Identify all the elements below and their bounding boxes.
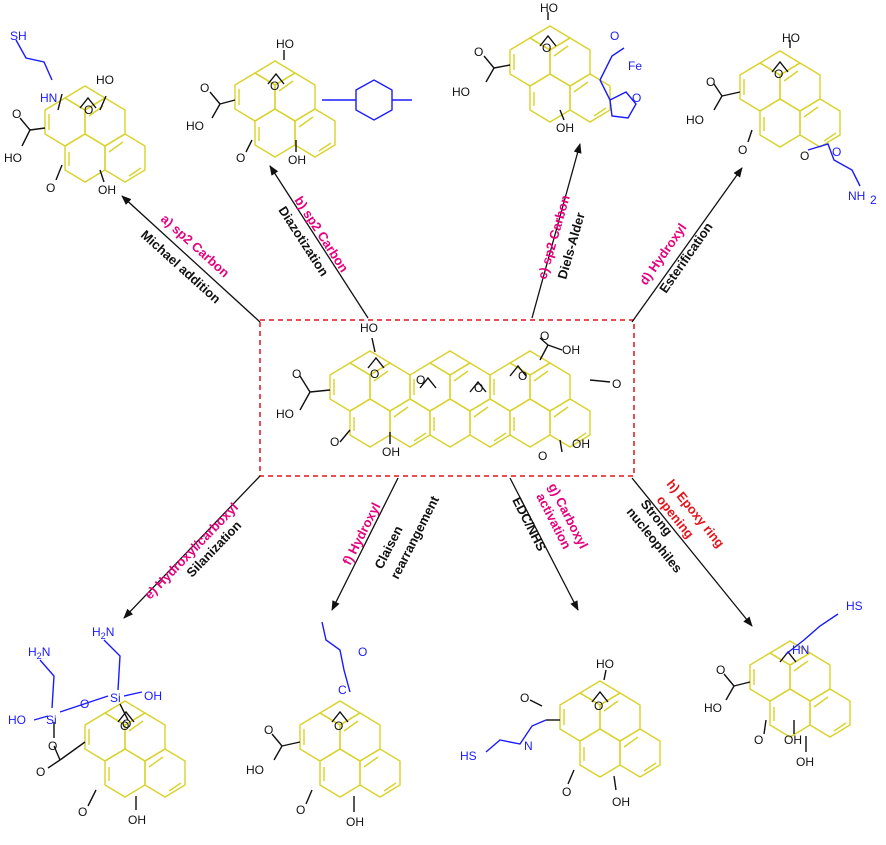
atom-oh-f: OH xyxy=(346,815,364,829)
atom-oh-cooh-tr: OH xyxy=(562,343,580,357)
arrow-e xyxy=(123,475,261,619)
atom-o-c: O xyxy=(542,41,551,55)
atom-si1-e: Si xyxy=(46,713,57,727)
atom-o-carbonyl-d: O xyxy=(832,145,841,159)
atom-sh-a: SH xyxy=(10,29,27,43)
atom-o-cooh-f: O xyxy=(264,723,273,737)
atom-ho-cooh-a: HO xyxy=(4,151,22,165)
atom-ho-si-e: HO xyxy=(8,713,26,727)
atom-oh-e: OH xyxy=(128,813,146,827)
arrow-b xyxy=(269,165,369,319)
atom-o-d: O xyxy=(774,67,783,81)
atom-h2n-e2: H2N xyxy=(92,625,114,641)
atom-o-cooh-br: O xyxy=(538,449,547,463)
atom-hn-a: HN xyxy=(40,91,57,105)
atom-o-ket-b: O xyxy=(236,151,245,165)
atom-o-ep4: O xyxy=(518,369,527,383)
atom-o-amide-g: O xyxy=(520,691,529,705)
atom-o-cooh-l: O xyxy=(292,367,301,381)
atom-o-bridge-e: O xyxy=(80,697,89,711)
atom-ho-d: HO xyxy=(782,31,800,45)
atom-oh-bottom: OH xyxy=(382,445,400,459)
arrow-a xyxy=(121,195,261,323)
atom-o-ket-h: O xyxy=(754,733,763,747)
atom-o-ep-e: O xyxy=(120,719,129,733)
atom-ho-b: HO xyxy=(276,37,294,51)
atom-o-a: O xyxy=(84,103,93,117)
atom-o-ep-f: O xyxy=(334,719,343,733)
atom-ho-cooh-h: HO xyxy=(704,701,722,715)
product-b xyxy=(209,50,412,158)
atom-o-cooh-h: O xyxy=(716,663,725,677)
atom-o-ester-d: O xyxy=(800,149,809,163)
atom-c-f: C xyxy=(338,683,347,697)
atom-o-furan-c: O xyxy=(632,91,641,105)
atom-o-fe-c: O xyxy=(610,29,619,43)
atom-o-ket-d: O xyxy=(738,143,747,157)
product-g xyxy=(485,669,661,791)
atom-oh2-h: OH xyxy=(796,755,814,769)
atom-oh-cooh-br: OH xyxy=(572,437,590,451)
atom-o-ep-g: O xyxy=(594,699,603,713)
product-f xyxy=(271,621,401,812)
atom-oh-c: OH xyxy=(556,121,574,135)
atom-oh-a: OH xyxy=(98,183,116,197)
atom-o-cooh-a: O xyxy=(12,107,21,121)
atom-o-si2-e: O xyxy=(122,717,131,731)
atom-oh-g: OH xyxy=(612,795,630,809)
atom-o-b: O xyxy=(270,79,279,93)
atom-ho-cooh-f: HO xyxy=(246,763,264,777)
atom-o-ketone-l: O xyxy=(330,435,339,449)
atom-o-cooh-c: O xyxy=(474,45,483,59)
atom-o-ket-g: O xyxy=(562,785,571,799)
atom-o-ket-a: O xyxy=(46,181,55,195)
product-a xyxy=(15,39,146,183)
atom-o-ket-e: O xyxy=(78,805,87,819)
product-c xyxy=(483,12,637,123)
atom-oh1-h: OH xyxy=(784,733,802,747)
atom-ho-c: HO xyxy=(540,1,558,15)
arrow-h xyxy=(631,477,753,627)
arrow-f xyxy=(331,477,399,611)
atom-o-si1-e: O xyxy=(48,739,57,753)
atom-ho-a: HO xyxy=(96,73,114,87)
arrow-d xyxy=(631,167,743,323)
atom-hn-h: HN xyxy=(792,643,809,657)
atom-ho-g: HO xyxy=(596,657,614,671)
product-e xyxy=(33,639,186,810)
graphene-oxide-central xyxy=(299,337,611,453)
atom-o-cooh-b: O xyxy=(200,81,209,95)
atom-o-ep2: O xyxy=(416,373,425,387)
atom-h2n-e1: H2N xyxy=(28,645,50,661)
atom-ho-top: HO xyxy=(360,321,378,335)
atom-oh-si-e: OH xyxy=(144,689,162,703)
atom-si2-e: Si xyxy=(110,691,121,705)
atom-o-ep1: O xyxy=(370,367,379,381)
atom-o-ketone-f: O xyxy=(358,645,367,659)
atom-hs-h: HS xyxy=(846,599,863,613)
product-d xyxy=(713,40,861,187)
atom-o-cooh-tr: O xyxy=(540,329,549,343)
atom-o-ester-e: O xyxy=(36,765,45,779)
atom-ho-cooh-c: HO xyxy=(452,85,470,99)
label-e-category: e) Hydroxyl/carboxyl xyxy=(141,500,241,602)
central-box xyxy=(259,319,635,477)
atom-oh-b: OH xyxy=(288,153,306,167)
atom-ho-cooh-l: HO xyxy=(276,407,294,421)
atom-fe-c: Fe xyxy=(628,59,642,73)
arrow-g xyxy=(509,477,579,611)
product-h xyxy=(723,613,851,752)
atom-ho-cooh-d: HO xyxy=(686,113,704,127)
atom-hs-g: HS xyxy=(460,749,477,763)
atom-n-g: N xyxy=(524,739,533,753)
atom-nh2-d: NH xyxy=(848,189,865,203)
atom-ho-cooh-b: HO xyxy=(186,119,204,133)
atom-o-cooh-d: O xyxy=(706,75,715,89)
atom-nh2-sub-d: 2 xyxy=(870,193,877,207)
atom-o-ketone-r: O xyxy=(612,377,621,391)
atom-o-ep3: O xyxy=(474,381,483,395)
atom-o-ket-f: O xyxy=(296,803,305,817)
arrow-c xyxy=(531,143,582,319)
